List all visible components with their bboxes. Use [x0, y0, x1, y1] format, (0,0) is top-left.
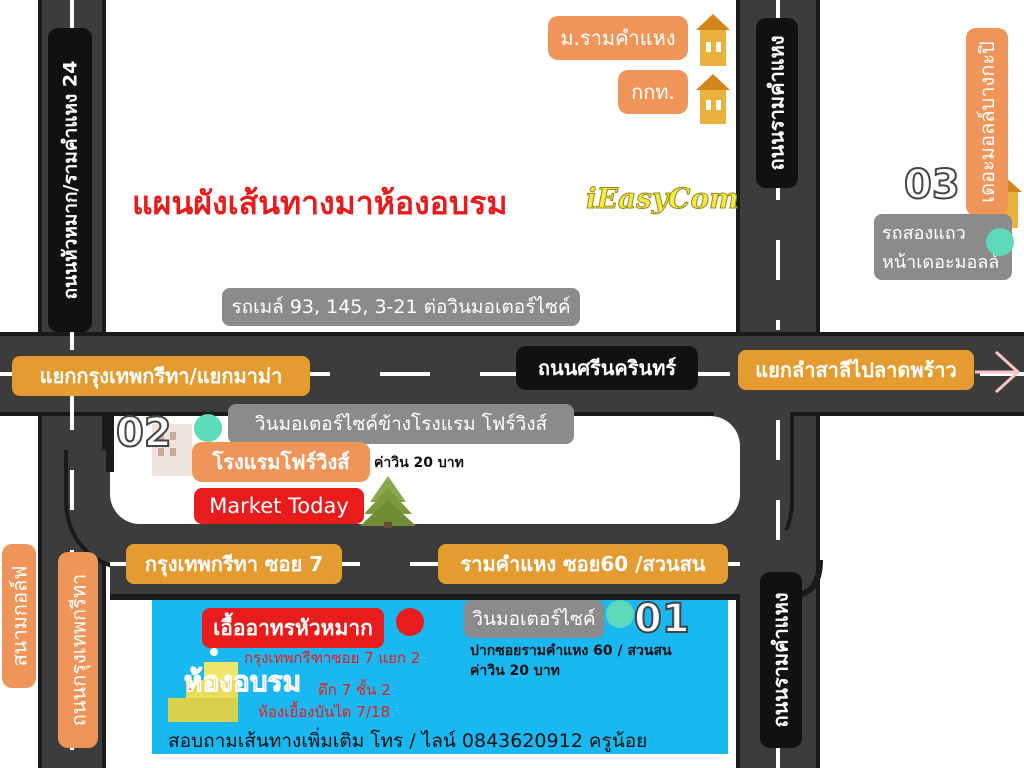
address-line1: กรุงเทพกรีฑาซอย 7 แยก 2	[244, 649, 421, 667]
place-kkt: กกท.	[618, 70, 688, 114]
hotel-building-icon	[152, 424, 192, 476]
moto-soi-info: วินมอเตอร์ไซค์	[464, 600, 604, 638]
left-road-label: ถนนหัวหมาก/รามคำแหง 24	[48, 28, 92, 332]
address-line2: ตึก 7 ชั้น 2	[318, 681, 391, 699]
main-road-label: ถนนศรีนครินทร์	[516, 346, 698, 390]
marker-02: 02	[115, 409, 173, 457]
marker-01: 01	[633, 595, 691, 643]
junction-west: แยกกรุงเทพกรีทา/แยกมาม่า	[12, 356, 310, 396]
place-training-room: ห้องอบรม	[183, 665, 302, 699]
pin-dot	[396, 608, 424, 636]
address-line3: ห้องเยื้องบันได 7/18	[258, 703, 390, 721]
moto-hotel-info: วินมอเตอร์ไซค์ข้างโรงแรม โฟร์วิงส์	[228, 404, 574, 444]
bus-info: รถเมล์ 93, 145, 3-21 ต่อวินมอเตอร์ไซค์	[222, 288, 580, 326]
right-road-top-label: ถนนรามคำแหง	[756, 18, 798, 188]
lower-left-road-label: ถนนกรุงเทพกรีทา	[58, 552, 98, 748]
soi-left-label: กรุงเทพกรีทา ซอย 7	[126, 544, 342, 584]
songthaew-info: รถสองแถว หน้าเดอะมอลล์	[874, 214, 1012, 280]
pin-dot	[606, 600, 634, 628]
map-title: แผนผังเส้นทางมาห้องอบรม	[132, 184, 508, 222]
success-steps-icon	[168, 624, 238, 722]
temple-icon	[696, 74, 730, 124]
fare-soi: ค่าวิน 20 บาท	[470, 663, 560, 679]
soi-right-label: รามคำแหง ซอย60 /สวนสน	[438, 544, 728, 584]
arrow-right-icon	[975, 350, 1021, 394]
brand-logo: iEasyCom	[586, 182, 740, 216]
contact-info: สอบถามเส้นทางเพิ่มเติม โทร / ไลน์ 084362…	[168, 730, 648, 752]
place-golf-course: สนามกอล์ฟ	[2, 544, 36, 688]
moto-soi-location: ปากซอยรามคำแหง 60 / สวนสน	[470, 643, 672, 659]
fare-hotel: ค่าวิน 20 บาท	[374, 455, 464, 471]
place-market: Market Today	[194, 488, 364, 524]
right-road-bottom-label: ถนนรามคำแหง	[760, 572, 802, 748]
place-hotel: โรงแรมโฟร์วิงส์	[192, 442, 370, 482]
place-food-house: เอื้ออาทรหัวหมาก	[202, 608, 384, 648]
place-ramkhamhaeng-university: ม.รามคำแหง	[548, 16, 688, 60]
marker-03: 03	[903, 161, 961, 209]
temple-icon	[696, 14, 730, 66]
pin-dot	[986, 228, 1014, 256]
songthaew-line2: หน้าเดอะมอลล์	[882, 252, 1000, 273]
junction-east: แยกลำสาลีไปลาดพร้าว	[738, 350, 974, 390]
songthaew-line1: รถสองแถว	[882, 223, 966, 244]
tree-icon	[360, 476, 416, 528]
place-the-mall: เดอะมอลล์บางกะปิ	[966, 28, 1008, 216]
pin-dot	[194, 414, 222, 442]
